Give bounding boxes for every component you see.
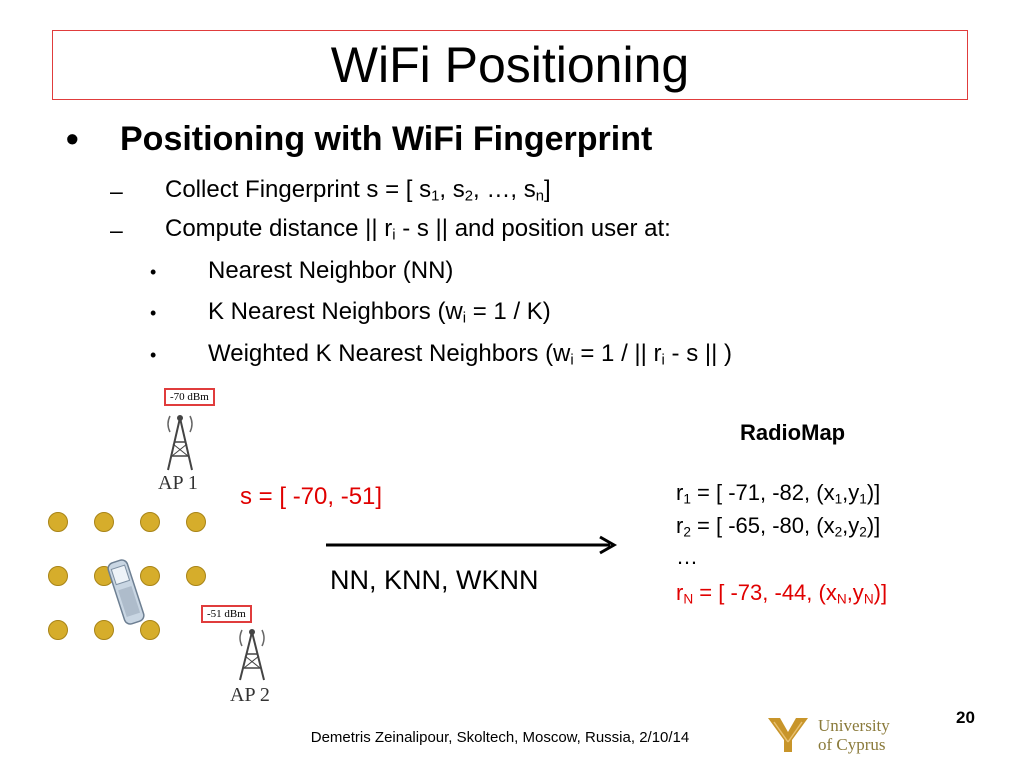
bullet-marker: • xyxy=(66,118,79,159)
radiomap-ellipsis: … xyxy=(676,544,698,569)
radiomap-entry-r2: r2 = [ -65, -80, (x2,y2)] xyxy=(676,513,881,540)
reference-point xyxy=(140,620,160,640)
main-bullet: Positioning with WiFi Fingerprint xyxy=(120,120,653,158)
arrow-icon xyxy=(326,535,618,555)
reference-point xyxy=(186,566,206,586)
logo-text-line2: of Cyprus xyxy=(818,735,886,754)
radiomap-entry-rn: rN = [ -73, -44, (xN,yN)] xyxy=(676,580,888,607)
bullet-marker: • xyxy=(150,262,157,282)
ap2-signal-label: -51 dBm xyxy=(201,605,252,623)
university-logo-icon xyxy=(768,718,808,752)
item-wknn: Weighted K Nearest Neighbors (wi = 1 / |… xyxy=(208,340,732,369)
reference-point xyxy=(140,566,160,586)
footer-citation: Demetris Zeinalipour, Skoltech, Moscow, … xyxy=(310,729,690,746)
reference-point xyxy=(94,512,114,532)
reference-point xyxy=(48,512,68,532)
reference-point xyxy=(48,620,68,640)
radiomap-entry-r1: r1 = [ -71, -82, (x1,y1)] xyxy=(676,480,881,507)
slide-title: WiFi Positioning xyxy=(330,37,690,93)
reference-point xyxy=(94,620,114,640)
reference-point xyxy=(140,512,160,532)
title-box: WiFi Positioning xyxy=(52,30,968,100)
logo-text-line1: University xyxy=(818,716,890,735)
ap1-signal-label: -70 dBm xyxy=(164,388,215,406)
sub-bullet-collect: Collect Fingerprint s = [ s1, s2, …, sn] xyxy=(165,176,551,205)
ap1-label: AP 1 xyxy=(158,472,198,494)
reference-point xyxy=(186,512,206,532)
dash-marker: – xyxy=(110,217,123,243)
sub-bullet-compute: Compute distance || ri - s || and positi… xyxy=(165,215,671,244)
algorithms-label: NN, KNN, WKNN xyxy=(330,565,539,595)
ap2-label: AP 2 xyxy=(230,684,270,706)
item-knn: K Nearest Neighbors (wi = 1 / K) xyxy=(208,298,551,327)
mobile-phone-icon xyxy=(107,559,145,625)
item-nn: Nearest Neighbor (NN) xyxy=(208,257,454,284)
ap2-antenna-icon xyxy=(239,629,265,681)
bullet-marker: • xyxy=(150,345,157,365)
dash-marker: – xyxy=(110,178,123,204)
reference-point xyxy=(48,566,68,586)
ap1-antenna-icon xyxy=(167,415,193,471)
radiomap-title: RadioMap xyxy=(740,420,846,445)
page-number: 20 xyxy=(956,708,975,727)
fingerprint-vector: s = [ -70, -51] xyxy=(240,483,383,510)
bullet-marker: • xyxy=(150,303,157,323)
